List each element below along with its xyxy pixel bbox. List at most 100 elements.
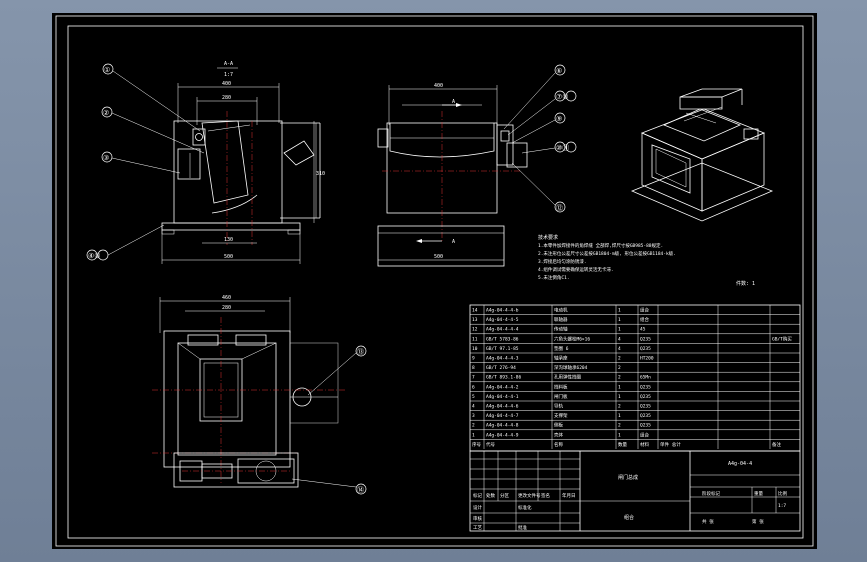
bom-cell-qty: 2 [618, 404, 621, 410]
tb-date: 年月日 [562, 492, 576, 499]
tb-part-name: 闸门总成 [618, 474, 638, 481]
bom-cell-name: 挡料板 [554, 383, 568, 390]
bom-cell-no: 8 [472, 365, 475, 371]
bom-header-code: 代号 [486, 441, 495, 448]
tb-craft: 工艺 [473, 525, 482, 531]
bom-cell-name: 壳体 [554, 431, 563, 438]
bom-cell-qty: 2 [618, 423, 621, 429]
bom-cell-name: 闸门板 [554, 393, 568, 400]
bom-cell-mat: Q235 [640, 423, 651, 429]
tb-mark: 标记 [473, 492, 482, 499]
balloon-2: ② [103, 109, 109, 117]
bom-cell-no: 14 [472, 308, 478, 314]
section-label: A-A [224, 61, 233, 67]
bom-cell-mat: Q235 [640, 336, 651, 342]
tb-approve: 批准 [518, 524, 527, 531]
bom-cell-qty: 2 [618, 356, 621, 362]
tb-scale-val: 1:7 [778, 503, 786, 509]
dim-side-top: 400 [434, 83, 443, 89]
bom-cell-code: A4g-04-4-4-2 [486, 384, 519, 390]
bom-cell-qty: 2 [618, 365, 621, 371]
bom-cell-code: A4g-04-4-4-9 [486, 432, 519, 438]
balloon-6: ⑥ [556, 67, 562, 75]
bom-cell-no: 3 [472, 413, 475, 419]
technical-notes: 技术要求 1.本零件加焊接件的角焊缝 全部焊,焊尺寸按GB985-88规定. 2… [538, 234, 755, 287]
outer-frame [55, 15, 814, 547]
dim-plan-top-inner: 280 [222, 305, 231, 311]
bom-header-note: 备注 [772, 441, 781, 448]
tb-drawing-no: A4g-04-4 [728, 461, 752, 467]
bom-cell-qty: 1 [618, 308, 621, 314]
bom-cell-qty: 2 [618, 375, 621, 381]
bom-cell-name: 电动机 [554, 307, 568, 314]
tb-material: 组合 [624, 514, 634, 521]
bom-cell-no: 6 [472, 384, 475, 390]
bom-cell-name: 六角头螺栓M6×16 [554, 335, 590, 342]
plan-view: 460 280 ⑬ ⑭ [152, 295, 367, 495]
tb-design: 设计 [473, 504, 482, 511]
bom-cell-name: 垫圈 6 [554, 345, 569, 352]
bom-cell-code: A4g-04-4-4-b [486, 308, 519, 314]
note-line-4: 4.组件调试需要确保运转灵活无卡滞. [538, 266, 614, 273]
bom-cell-qty: 1 [618, 317, 621, 323]
section-arrow-top: A [452, 99, 455, 105]
tb-zone: 分区 [500, 492, 509, 499]
bom-cell-qty: 4 [618, 336, 621, 342]
bom-cell-qty: 1 [618, 413, 621, 419]
bom-cell-code: A4g-04-4-4-5 [486, 317, 519, 323]
tb-stage: 阶段标记 [702, 490, 720, 497]
bom-cell-no: 13 [472, 317, 478, 323]
dim-front-bottom-inner: 130 [224, 237, 233, 243]
notes-heading: 技术要求 [538, 234, 558, 241]
bom-cell-code: A4g-04-4-4-8 [486, 423, 519, 429]
bom-cell-no: 2 [472, 423, 475, 429]
bom-cell-code: A4g-04-4-4-4 [486, 327, 519, 333]
bom-cell-mat: 45 [640, 327, 646, 333]
bom-cell-qty: 1 [618, 327, 621, 333]
bom-cell-mat: Q235 [640, 384, 651, 390]
tb-std: 标准化 [518, 504, 532, 511]
bom-cell-qty: 4 [618, 346, 621, 352]
bom-header-weight: 单件 总计 [660, 441, 681, 448]
tb-check: 审核 [473, 515, 482, 522]
bom-header-qty: 数量 [618, 441, 627, 448]
drawing-sheet: A-A 1:7 400 280 [52, 13, 817, 549]
note-line-1: 1.本零件加焊接件的角焊缝 全部焊,焊尺寸按GB985-88规定. [538, 242, 663, 249]
balloon-13: ⑬ [357, 348, 364, 356]
section-scale: 1:7 [224, 72, 233, 78]
bom-cell-name: 导轨 [554, 403, 563, 410]
bom-cell-code: A4g-04-4-4-7 [486, 413, 519, 419]
bom-cell-name: 侧板 [554, 422, 563, 429]
bom-cell-code: GB/T 97.1-85 [486, 346, 519, 352]
note-line-2: 2.未注形位公差尺寸公差按GB1804-m级, 形位公差按GB1184-k级. [538, 250, 676, 257]
cad-drawing: A-A 1:7 400 280 [55, 15, 814, 547]
bom-cell-name: 深沟球轴承6204 [554, 364, 588, 371]
bom-cell-qty: 1 [618, 384, 621, 390]
tb-sign: 签名 [541, 492, 550, 499]
bom-cell-name: 孔用弹性挡圈 [554, 374, 581, 381]
tb-change-no: 更改文件号 [518, 492, 541, 499]
bom-cell-code: GB/T 276-94 [486, 365, 516, 371]
bom-cell-no: 7 [472, 375, 475, 381]
bom-cell-code: GB/T 5783-86 [486, 336, 519, 342]
bom-cell-no: 4 [472, 404, 475, 410]
tb-sheets: 共 张 [702, 518, 714, 525]
bom-header-name: 名称 [554, 441, 563, 448]
bom-cell-no: 9 [472, 356, 475, 362]
dim-plan-top-outer: 460 [222, 295, 231, 301]
bom-header-no: 序号 [472, 441, 481, 448]
dim-side-bottom: 500 [434, 254, 443, 260]
balloon-7-8: ⑦⑧ [556, 93, 569, 101]
dim-front-top-inner: 280 [222, 95, 231, 101]
note-line-3: 3.焊接后均匀涂防锈漆. [538, 258, 587, 265]
note-line-5: 5.未注倒角C1. [538, 274, 570, 281]
balloon-3: ③ [103, 154, 109, 162]
bom-header-mat: 材料 [640, 441, 649, 448]
bom-cell-name: 支撑架 [554, 412, 568, 419]
inner-frame [67, 25, 804, 539]
bom-cell-code: GB/T 893.1-86 [486, 375, 522, 381]
balloon-12: ⑫ [556, 204, 563, 212]
balloon-1: ① [104, 66, 110, 74]
tb-weight: 重量 [754, 490, 763, 497]
